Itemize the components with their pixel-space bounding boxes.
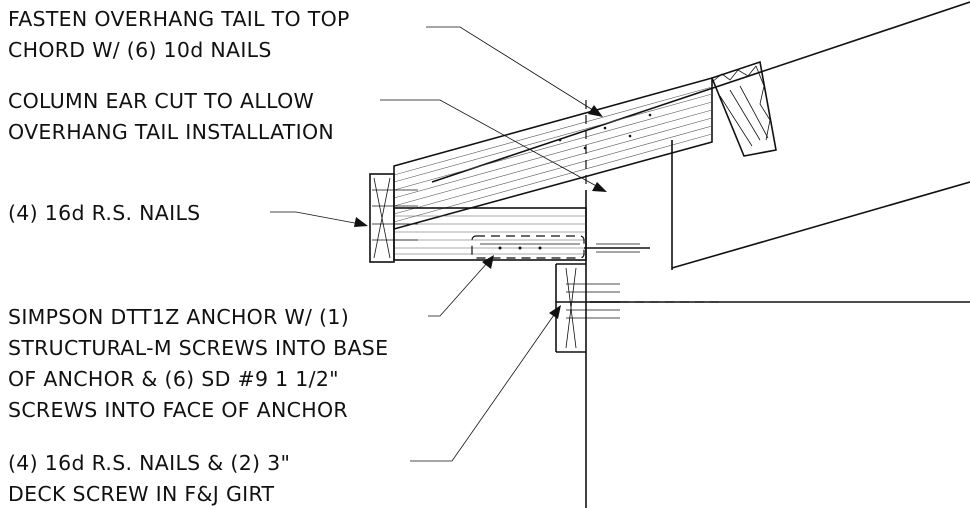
note-line: OVERHANG TAIL INSTALLATION xyxy=(8,120,335,144)
note-overhang-tail: FASTEN OVERHANG TAIL TO TOP CHORD W/ (6)… xyxy=(8,4,350,66)
leader-simpson-anchor xyxy=(428,255,494,317)
simpson-anchor-hardware xyxy=(471,235,585,259)
roof-top-line xyxy=(431,1,970,183)
note-line: STRUCTURAL-M SCREWS INTO BASE xyxy=(8,336,389,360)
note-simpson-anchor: SIMPSON DTT1Z ANCHOR W/ (1) STRUCTURAL-M… xyxy=(8,302,388,426)
note-girt-nails: (4) 16d R.S. NAILS & (2) 3" DECK SCREW I… xyxy=(8,448,290,510)
fascia-block xyxy=(369,173,418,263)
leader-column-ear xyxy=(380,99,607,192)
leader-overhang-tail xyxy=(426,26,603,117)
note-line: OF ANCHOR & (6) SD #9 1 1/2" xyxy=(8,367,339,391)
note-line: FASTEN OVERHANG TAIL TO TOP xyxy=(8,7,350,31)
note-line: (4) 16d R.S. NAILS & (2) 3" xyxy=(8,451,291,475)
note-line: SIMPSON DTT1Z ANCHOR W/ (1) xyxy=(8,305,349,329)
note-column-ear: COLUMN EAR CUT TO ALLOW OVERHANG TAIL IN… xyxy=(8,86,334,148)
note-line: (4) 16d R.S. NAILS xyxy=(8,201,201,225)
leader-girt-nails xyxy=(410,305,561,462)
note-line: DECK SCREW IN F&J GIRT xyxy=(8,482,275,506)
note-line: SCREWS INTO FACE OF ANCHOR xyxy=(8,398,348,422)
note-line: COLUMN EAR CUT TO ALLOW xyxy=(8,89,315,113)
note-line: CHORD W/ (6) 10d NAILS xyxy=(8,38,272,62)
overhang-beam xyxy=(393,207,587,261)
top-chord-section xyxy=(710,60,777,157)
anchor-screws xyxy=(556,243,650,319)
leader-rs-nails xyxy=(270,211,368,227)
post-column xyxy=(555,190,587,508)
ceiling-line xyxy=(671,181,970,269)
note-rs-nails: (4) 16d R.S. NAILS xyxy=(8,198,200,229)
